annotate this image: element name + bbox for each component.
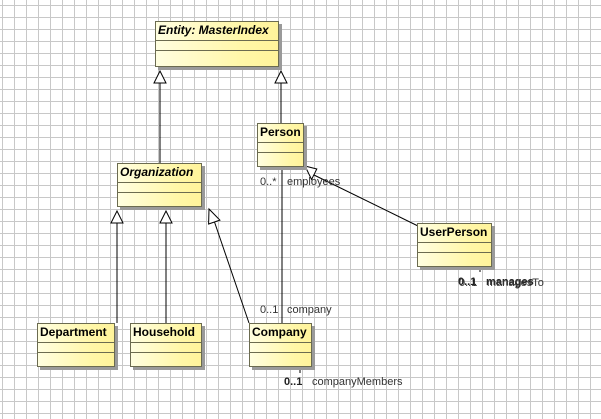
employees-multiplicity-label: 0..* (260, 176, 277, 188)
operations-compartment (250, 353, 311, 362)
manages-to-multiplicity-label: 0..1 (459, 277, 478, 289)
class-name: UserPerson (418, 224, 491, 243)
generalization-company-arrowhead (208, 207, 221, 225)
manages-multiplicity-label: 0..1 (458, 276, 477, 288)
generalization-household-arrowhead (159, 209, 173, 224)
operations-compartment (418, 253, 491, 262)
attributes-compartment (118, 183, 201, 193)
attributes-compartment (156, 41, 278, 51)
attributes-compartment (131, 343, 201, 353)
class-name: Company (250, 324, 311, 343)
attributes-compartment (418, 243, 491, 253)
class-name: Person (258, 124, 303, 143)
employees-role-label: employees (287, 176, 341, 188)
generalization-person-arrowhead (274, 69, 288, 84)
operations-compartment (156, 51, 278, 60)
generalization-company-line (214, 221, 250, 324)
class-department[interactable]: Department (37, 323, 115, 367)
class-entity-masterindex[interactable]: Entity: MasterIndex (155, 21, 279, 67)
generalization-user-person-line (313, 174, 419, 227)
class-person[interactable]: Person (257, 123, 304, 167)
class-name: Department (38, 324, 114, 343)
class-name: Organization (118, 164, 201, 183)
class-household[interactable]: Household (130, 323, 202, 367)
manages-role-label: manages (486, 276, 534, 288)
class-user-person[interactable]: UserPerson (417, 223, 492, 267)
company-members-multiplicity-label: 0..1 (284, 376, 303, 388)
generalization-department-arrowhead (110, 209, 124, 224)
class-name: Entity: MasterIndex (156, 22, 278, 41)
company-multiplicity-label: 0..1 (260, 304, 279, 316)
class-organization[interactable]: Organization (117, 163, 202, 207)
company-members-role-label: companyMembers (312, 376, 403, 388)
generalization-user-person-arrowhead (304, 165, 318, 181)
attributes-compartment (258, 143, 303, 153)
operations-compartment (38, 353, 114, 362)
attributes-compartment (250, 343, 311, 353)
generalization-organization-arrowhead (153, 69, 167, 84)
attributes-compartment (38, 343, 114, 353)
operations-compartment (118, 193, 201, 202)
class-name: Household (131, 324, 201, 343)
manages-to-role-label: managesTo (487, 277, 544, 289)
class-company[interactable]: Company (249, 323, 312, 367)
company-role-label: company (287, 304, 332, 316)
operations-compartment (258, 153, 303, 162)
operations-compartment (131, 353, 201, 362)
